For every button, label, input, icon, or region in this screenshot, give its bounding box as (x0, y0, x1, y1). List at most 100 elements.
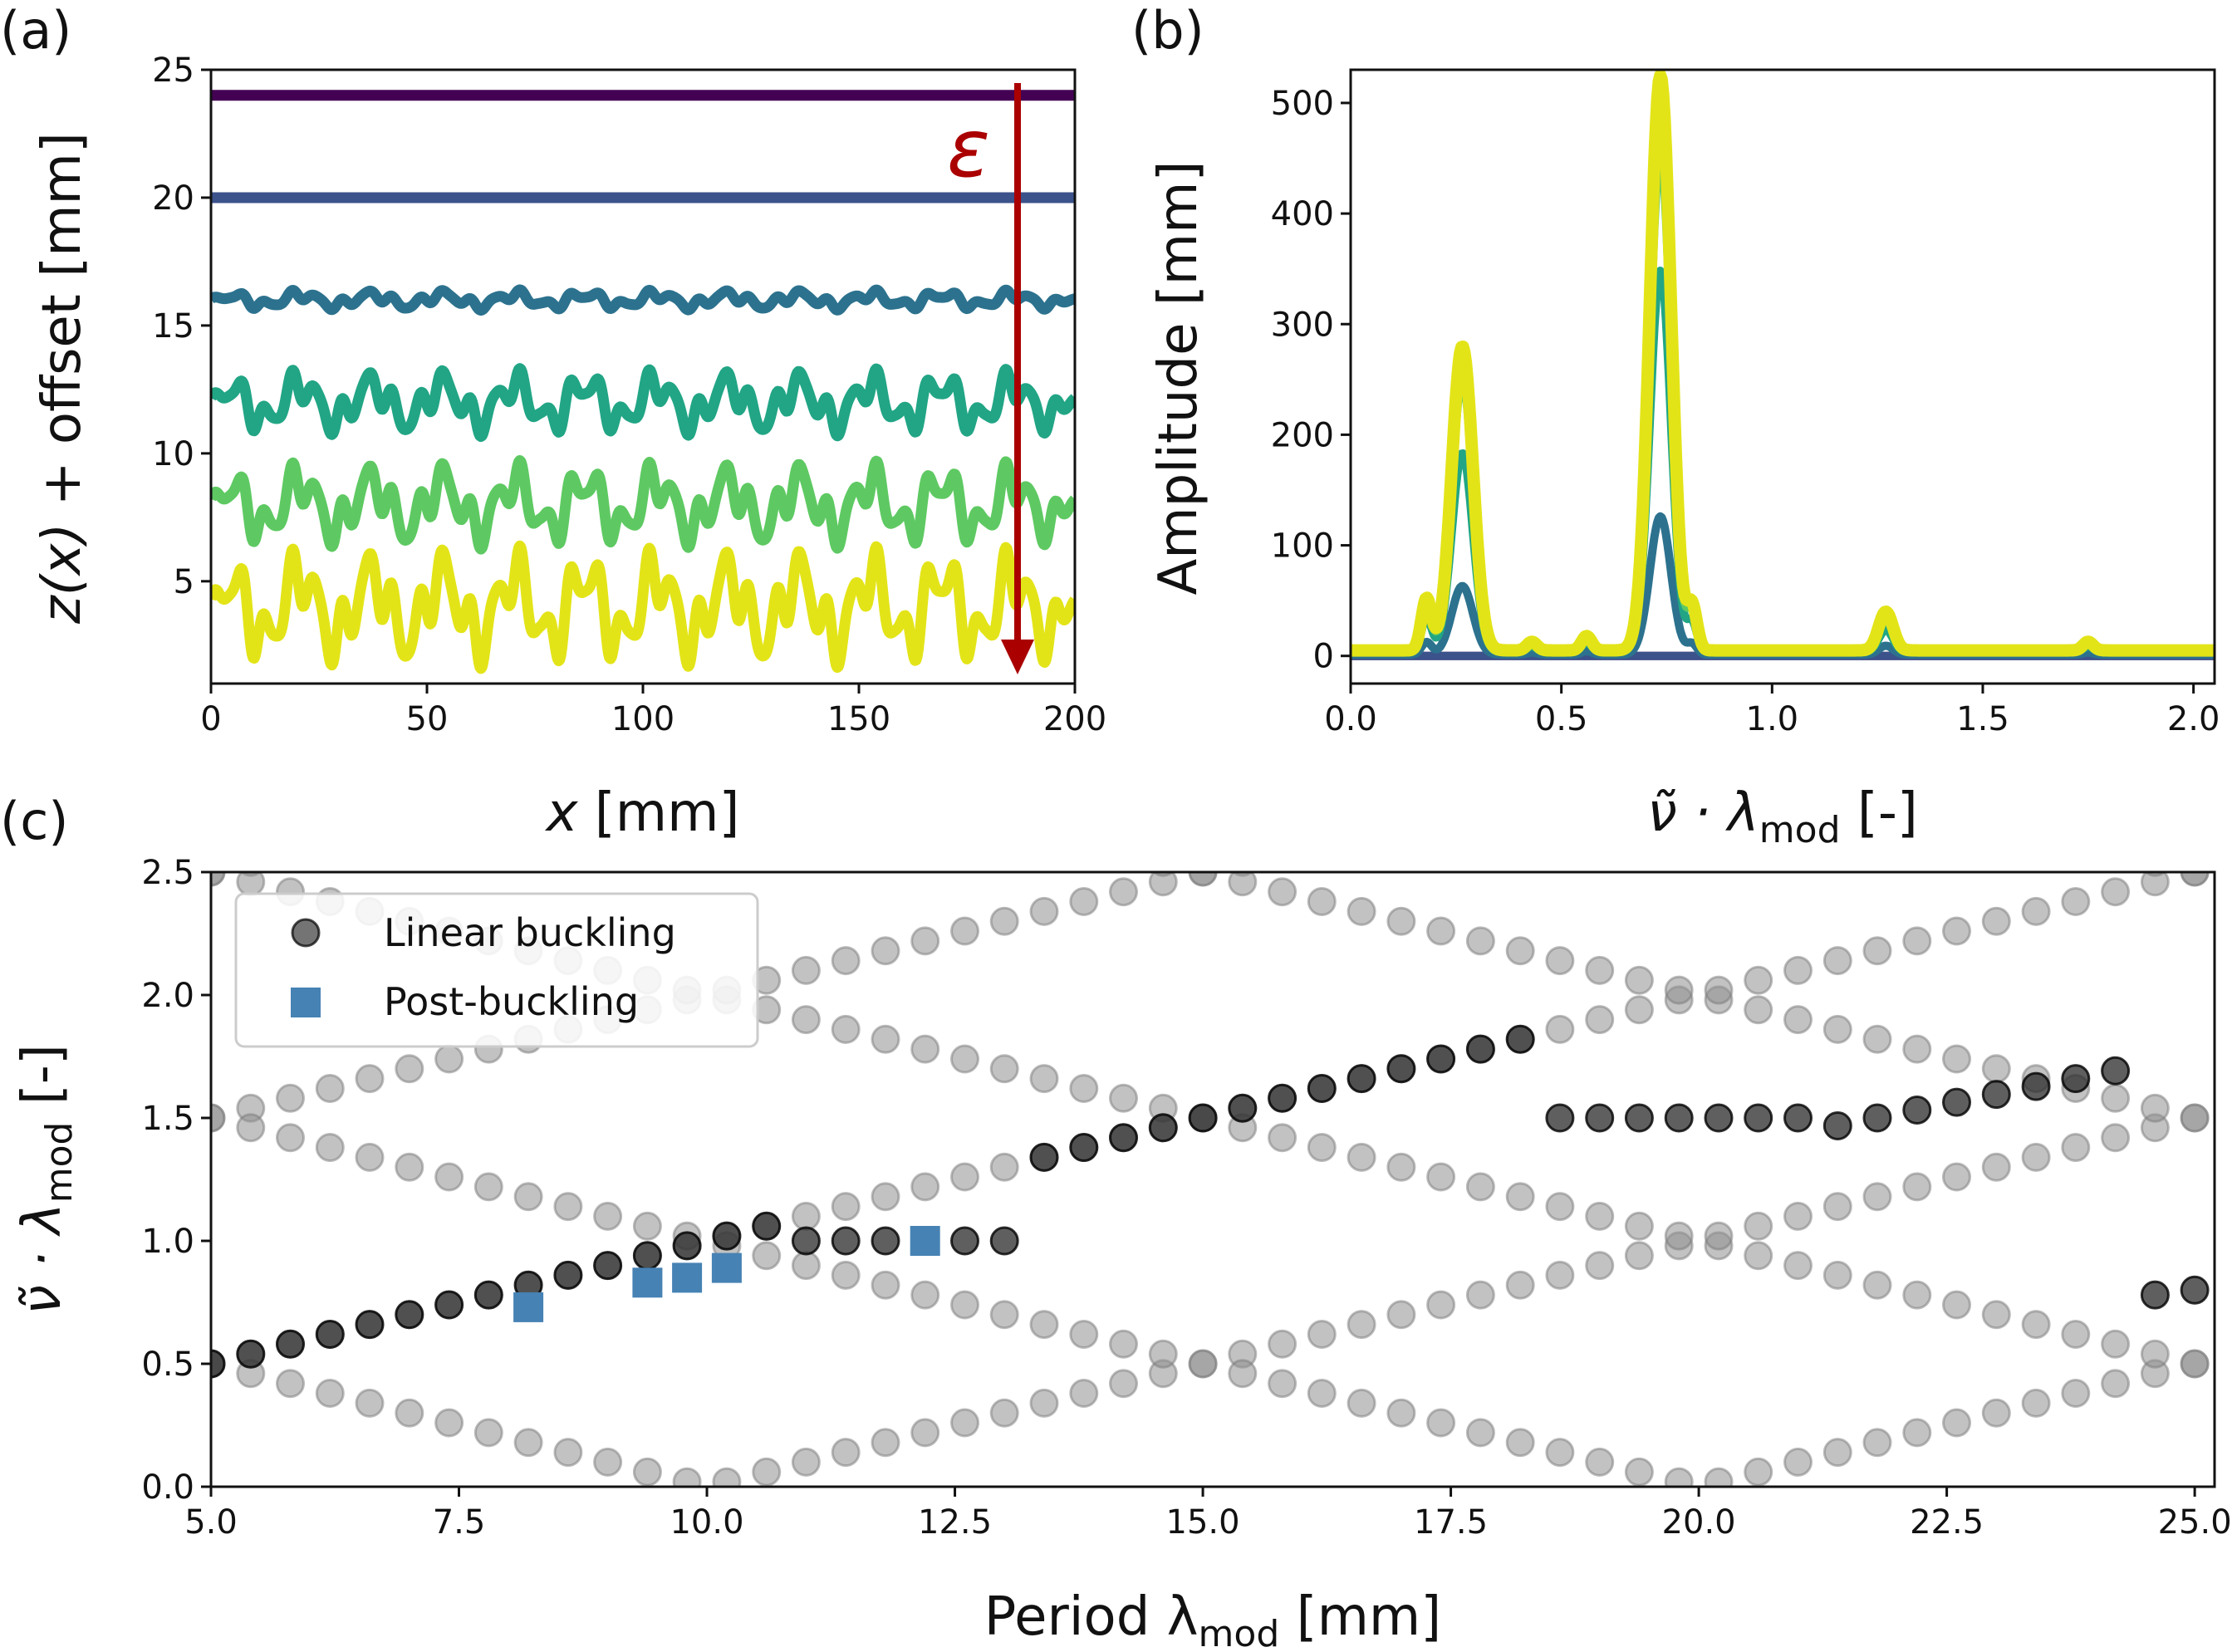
linear-buckling-point (1545, 1103, 1575, 1133)
linear-buckling-alias-point (1069, 1074, 1099, 1103)
linear-buckling-alias-point (1109, 1329, 1138, 1359)
linear-buckling-alias-point (1862, 936, 1892, 966)
linear-buckling-alias-point (910, 1034, 940, 1064)
linear-buckling-alias-point (831, 1192, 861, 1222)
linear-buckling-alias-point (1307, 1133, 1337, 1162)
linear-buckling-alias-point (1704, 1221, 1734, 1251)
linear-buckling-point (1902, 1096, 1932, 1125)
linear-buckling-alias-point (1188, 1349, 1218, 1379)
linear-buckling-alias-point (1704, 975, 1734, 1005)
linear-buckling-alias-point (672, 1467, 702, 1487)
panel-c-xlabel: Period λmod [mm] (984, 1586, 1441, 1652)
linear-buckling-alias-point (1862, 1270, 1892, 1300)
linear-buckling-alias-point (1585, 1251, 1615, 1281)
linear-buckling-alias-point (1109, 877, 1138, 907)
linear-buckling-alias-point (1426, 916, 1456, 946)
linear-buckling-alias-point (791, 1005, 821, 1035)
linear-buckling-alias-point (1585, 1447, 1615, 1477)
linear-buckling-alias-point (1942, 1044, 1971, 1074)
linear-buckling-alias-point (1744, 995, 1773, 1025)
panel-c-frame (209, 870, 2216, 1488)
linear-buckling-point (2061, 1064, 2091, 1094)
panel-c-xtick-label: 25.0 (2158, 1503, 2232, 1542)
legend-box (234, 892, 759, 1048)
linear-buckling-alias-point (1545, 946, 1575, 976)
linear-buckling-point (1228, 1093, 1258, 1123)
linear-buckling-alias-point (236, 1113, 266, 1143)
legend-post-label: Post-buckling (384, 979, 639, 1024)
linear-buckling-alias-point (1744, 965, 1773, 995)
linear-buckling-alias-point (434, 1162, 464, 1192)
panel-c-xtick-label: 17.5 (1414, 1503, 1488, 1542)
linear-buckling-alias-point (950, 916, 979, 946)
linear-buckling-alias-point (1862, 1428, 1892, 1458)
linear-buckling-point (1624, 1103, 1654, 1133)
linear-buckling-alias-point (2140, 1339, 2170, 1369)
linear-buckling-alias-point (315, 1133, 345, 1162)
linear-buckling-point (1822, 1111, 1852, 1140)
linear-buckling-alias-point (1624, 995, 1654, 1025)
legend-linear-label: Linear buckling (384, 910, 676, 955)
linear-buckling-alias-point (1744, 1211, 1773, 1241)
linear-buckling-alias-point (791, 955, 821, 985)
linear-buckling-alias-point (1585, 955, 1615, 985)
linear-buckling-alias-point (1545, 1192, 1575, 1222)
linear-buckling-alias-point (1465, 926, 1495, 956)
linear-buckling-point (593, 1251, 623, 1281)
linear-buckling-point (434, 1290, 464, 1320)
linear-buckling-alias-point (1386, 1398, 1416, 1428)
linear-buckling-point (315, 1320, 345, 1349)
legend-linear-marker (291, 918, 321, 948)
linear-buckling-alias-point (1942, 1162, 1971, 1192)
linear-buckling-alias-point (2180, 872, 2210, 887)
linear-buckling-point (1704, 1103, 1734, 1133)
linear-buckling-alias-point (513, 1182, 543, 1212)
linear-buckling-alias-point (513, 1428, 543, 1458)
panel-b-label: (b) (1131, 0, 1204, 61)
linear-buckling-alias-point (989, 1152, 1019, 1182)
panel-b-ytick-label: 200 (1271, 416, 1334, 454)
linear-buckling-alias-point (1307, 1379, 1337, 1408)
linear-buckling-alias-point (791, 1201, 821, 1231)
linear-buckling-alias-point (1822, 1014, 1852, 1044)
linear-buckling-alias-point (1465, 1172, 1495, 1202)
linear-buckling-point (1942, 1087, 1971, 1117)
panel-b-series (1351, 70, 2215, 660)
panel-c-ytick-label: 2.0 (141, 977, 194, 1015)
panel-b-ytick-label: 300 (1271, 306, 1334, 344)
linear-buckling-alias-point (1783, 1447, 1813, 1477)
panel-a-ytick-label: 15 (152, 307, 194, 346)
panel-b-xtick-label: 2.0 (2167, 700, 2220, 738)
linear-buckling-point (236, 1339, 266, 1369)
linear-buckling-alias-point (1902, 1418, 1932, 1448)
linear-buckling-alias-point (1426, 1162, 1456, 1192)
panel-b-ytick-label: 500 (1271, 85, 1334, 123)
panel-c-xtick-label: 20.0 (1662, 1503, 1736, 1542)
linear-buckling-alias-point (1109, 1083, 1138, 1113)
linear-buckling-point (791, 1226, 821, 1256)
linear-buckling-alias-point (1505, 936, 1535, 966)
linear-buckling-alias-point (1228, 1359, 1258, 1389)
panel-c-ytick-label: 1.5 (141, 1100, 194, 1138)
panel-b-ytick-label: 400 (1271, 195, 1334, 233)
linear-buckling-alias-point (1624, 1241, 1654, 1271)
linear-buckling-alias-point (1109, 1369, 1138, 1399)
linear-buckling-point (473, 1280, 503, 1310)
linear-buckling-point (1307, 1074, 1337, 1103)
linear-buckling-alias-point (989, 1398, 1019, 1428)
linear-buckling-alias-point (1624, 965, 1654, 995)
linear-buckling-point (989, 1226, 1019, 1256)
post-buckling-point (711, 1252, 742, 1283)
linear-buckling-alias-point (1783, 955, 1813, 985)
linear-buckling-alias-point (2061, 1320, 2091, 1349)
linear-buckling-point (1386, 1054, 1416, 1084)
linear-buckling-alias-point (1148, 1339, 1178, 1369)
panel-a-ytick-label: 10 (152, 435, 194, 473)
linear-buckling-alias-point (752, 1457, 782, 1487)
linear-buckling-alias-point (211, 872, 226, 887)
linear-buckling-alias-point (1545, 1014, 1575, 1044)
